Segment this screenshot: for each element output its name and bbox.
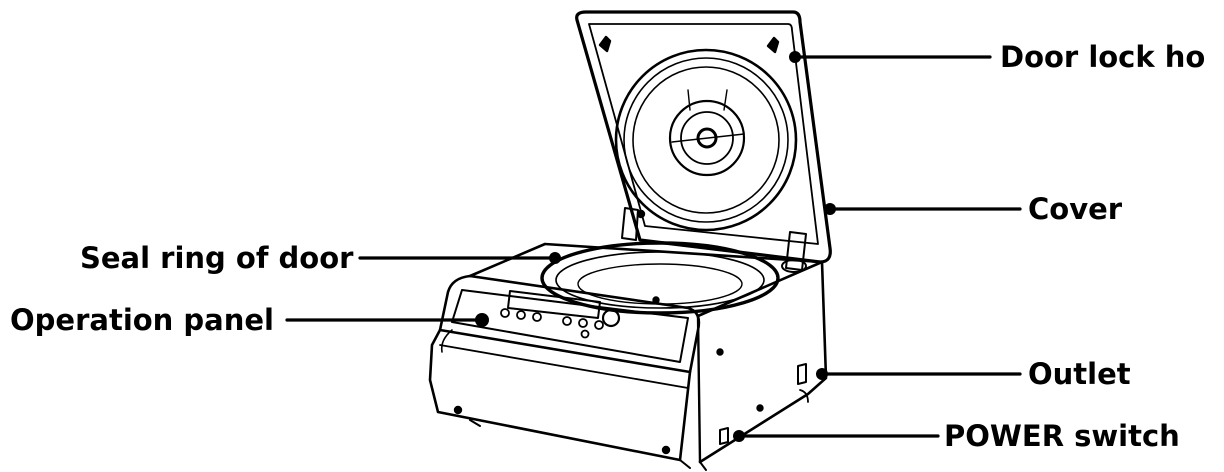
outlet-port (798, 364, 806, 384)
label-seal-ring: Seal ring of door (80, 244, 353, 273)
label-cover: Cover (1028, 195, 1122, 224)
label-outlet: Outlet (1028, 360, 1131, 389)
control-knob (603, 310, 619, 326)
label-operation-panel: Operation panel (10, 306, 274, 335)
leader-lines (287, 57, 1020, 436)
door-lock-hook-left (600, 37, 610, 51)
power-switch (720, 428, 728, 444)
label-power-switch: POWER switch (944, 422, 1180, 451)
cover-outer-ring (616, 50, 796, 230)
seal-ring (542, 243, 778, 313)
cover-illustration (577, 12, 836, 262)
label-door-lock-hook: Door lock ho (1000, 43, 1205, 72)
door-lock-hook-right (768, 38, 778, 52)
